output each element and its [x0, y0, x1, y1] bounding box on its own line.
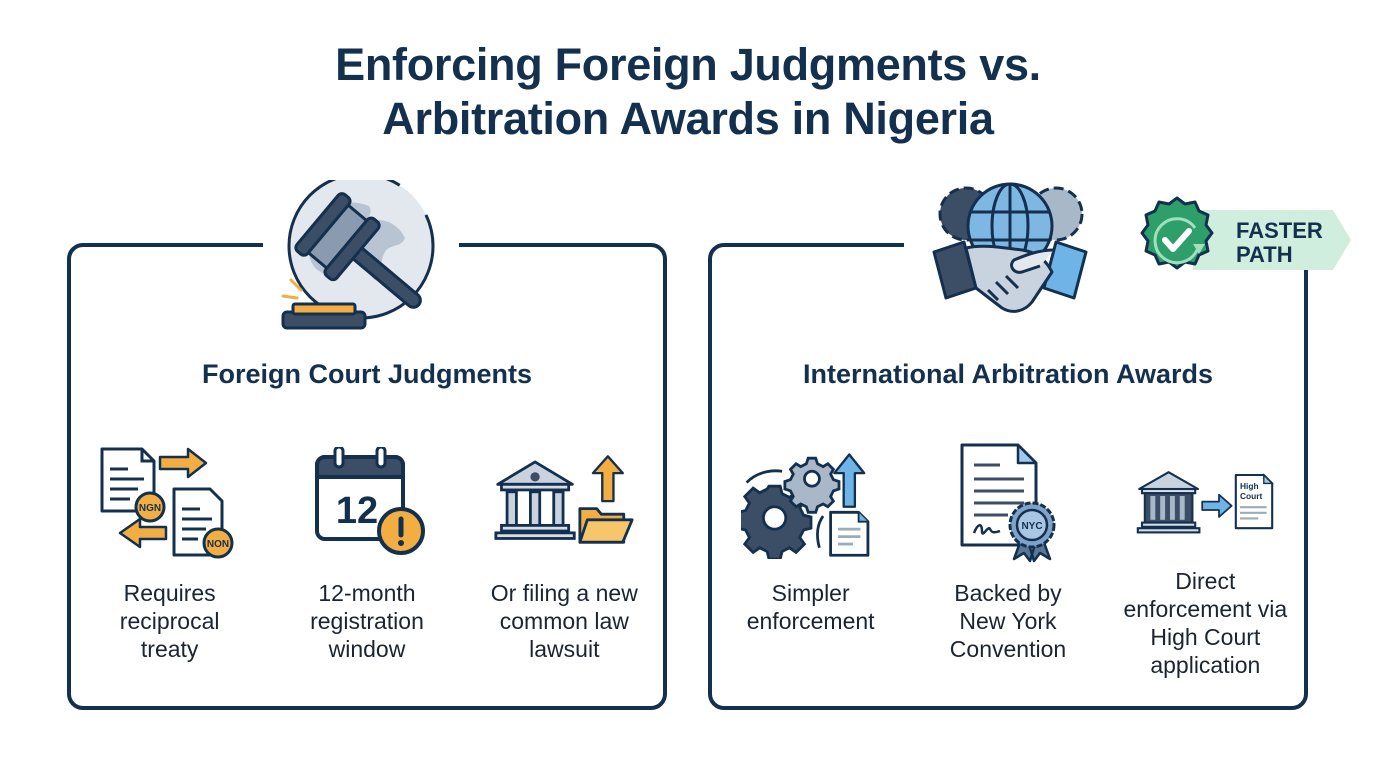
check-seal-icon — [1140, 196, 1214, 270]
svg-text:NGN: NGN — [139, 503, 161, 514]
page-title: Enforcing Foreign Judgments vs. Arbitrat… — [0, 38, 1376, 146]
item-registration-window: 12 12-month registration window — [268, 447, 465, 663]
title-line-2: Arbitration Awards in Nigeria — [382, 93, 994, 144]
item-label: Requires reciprocal treaty — [119, 580, 220, 662]
gears-document-icon — [740, 447, 881, 559]
item-common-law-lawsuit: Or filing a new common law lawsuit — [466, 447, 663, 663]
document-exchange-icon: NGN NON — [100, 447, 240, 559]
courthouse-arrow-document-icon: High Court — [1135, 447, 1275, 559]
item-reciprocal-treaty: NGN NON Requires reciprocal treaty — [71, 447, 268, 663]
panel-heading: Foreign Court Judgments — [202, 359, 532, 389]
item-label: Or filing a new common law lawsuit — [490, 580, 638, 662]
calendar-warning-icon: 12 — [297, 447, 437, 559]
foreign-judgments-panel: Foreign Court Judgments NGN NON Req — [67, 241, 667, 710]
item-simpler-enforcement: Simpler enforcement — [712, 447, 909, 679]
svg-text:Court: Court — [1240, 491, 1263, 501]
item-label: Direct enforcement via High Court applic… — [1123, 568, 1288, 678]
faster-path-badge — [1133, 196, 1353, 286]
title-line-1: Enforcing Foreign Judgments vs. — [335, 39, 1041, 90]
courthouse-folder-icon — [494, 447, 634, 559]
gavel-globe-icon — [275, 172, 445, 332]
item-label: Backed by New York Convention — [949, 580, 1067, 662]
arbitration-awards-panel: International Arbitration Awards — [708, 241, 1376, 710]
item-label: 12-month registration window — [310, 580, 424, 662]
handshake-globe-icon — [930, 178, 1090, 330]
faster-path-label: FASTER PATH — [1236, 218, 1323, 267]
item-label: Simpler enforcement — [746, 580, 875, 634]
svg-text:NYC: NYC — [1021, 521, 1042, 532]
certificate-seal-icon: NYC — [938, 443, 1078, 563]
item-new-york-convention: NYC Backed by New York Convention — [909, 443, 1106, 679]
panel-heading: International Arbitration Awards — [802, 359, 1214, 389]
svg-text:NON: NON — [207, 539, 229, 550]
item-direct-enforcement: High Court Direct enforcement via High C… — [1107, 447, 1304, 679]
svg-text:High: High — [1240, 481, 1259, 491]
svg-text:12: 12 — [336, 490, 378, 532]
